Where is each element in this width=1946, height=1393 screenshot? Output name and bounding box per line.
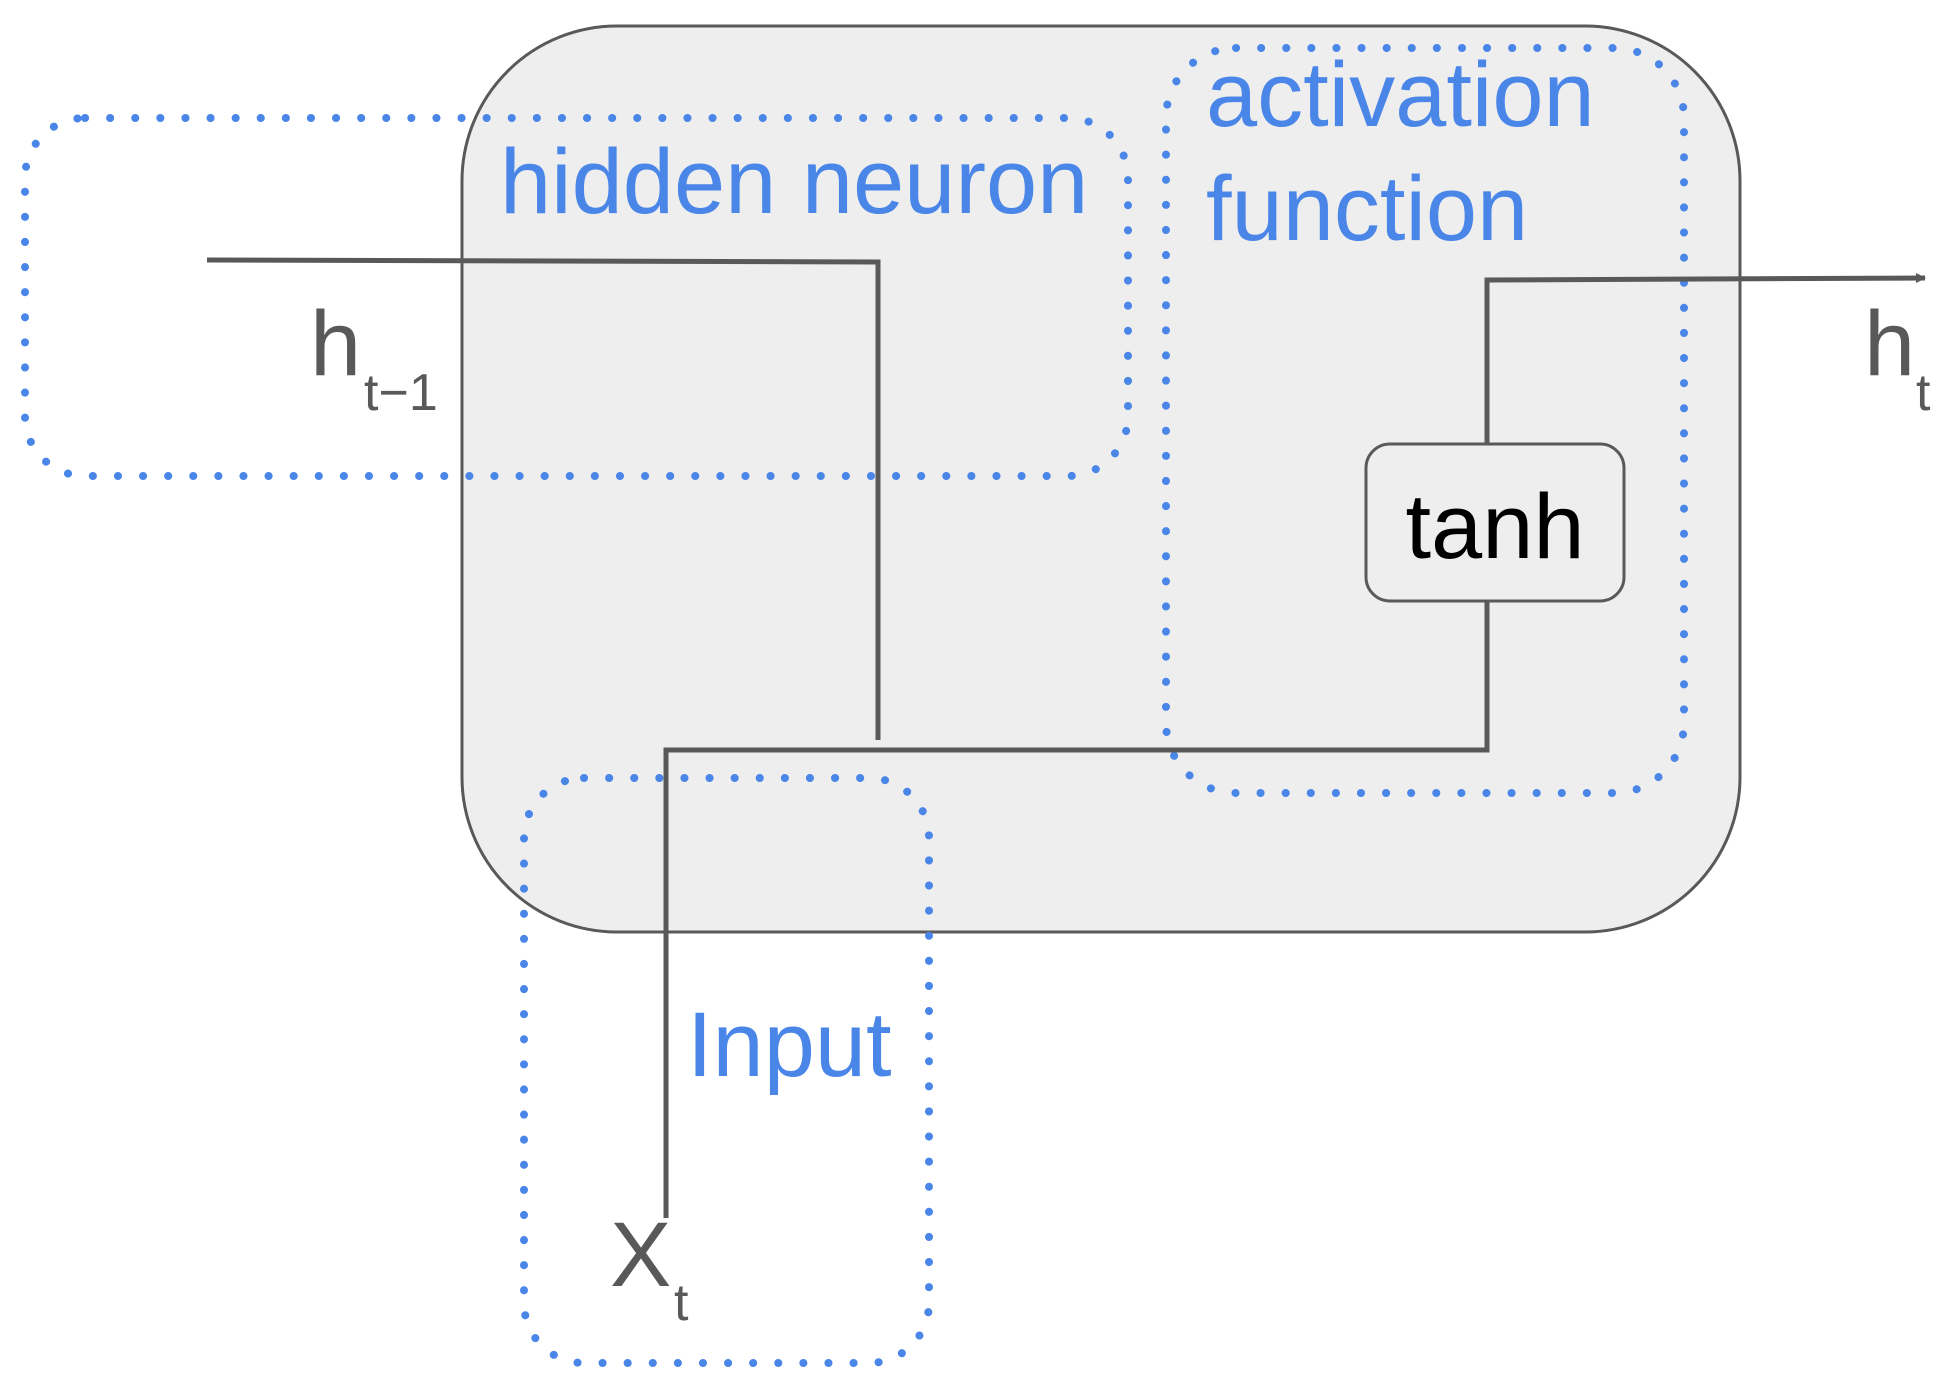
x-t-label: X [610, 1204, 671, 1306]
input-wire [663, 602, 1490, 1218]
input-label: Input [687, 994, 892, 1096]
tanh-node [1364, 442, 1626, 603]
x-t-subscript: t [674, 1274, 689, 1332]
h-t-subscript: t [1916, 364, 1931, 422]
h-prev-subscript: t−1 [364, 364, 438, 422]
h-t-label: h [1864, 293, 1915, 395]
rnn-cell-box [460, 24, 1742, 934]
function-label-line2: function [1206, 158, 1528, 260]
h-prev-label: h [310, 293, 361, 395]
activation-label-line1: activation [1206, 44, 1595, 146]
hidden-state-wire [206, 257, 881, 740]
input-group-outline [520, 774, 933, 1367]
tanh-label: tanh [1405, 476, 1584, 578]
output-wire [1484, 273, 1926, 443]
hidden-neuron-label: hidden neuron [500, 131, 1088, 233]
